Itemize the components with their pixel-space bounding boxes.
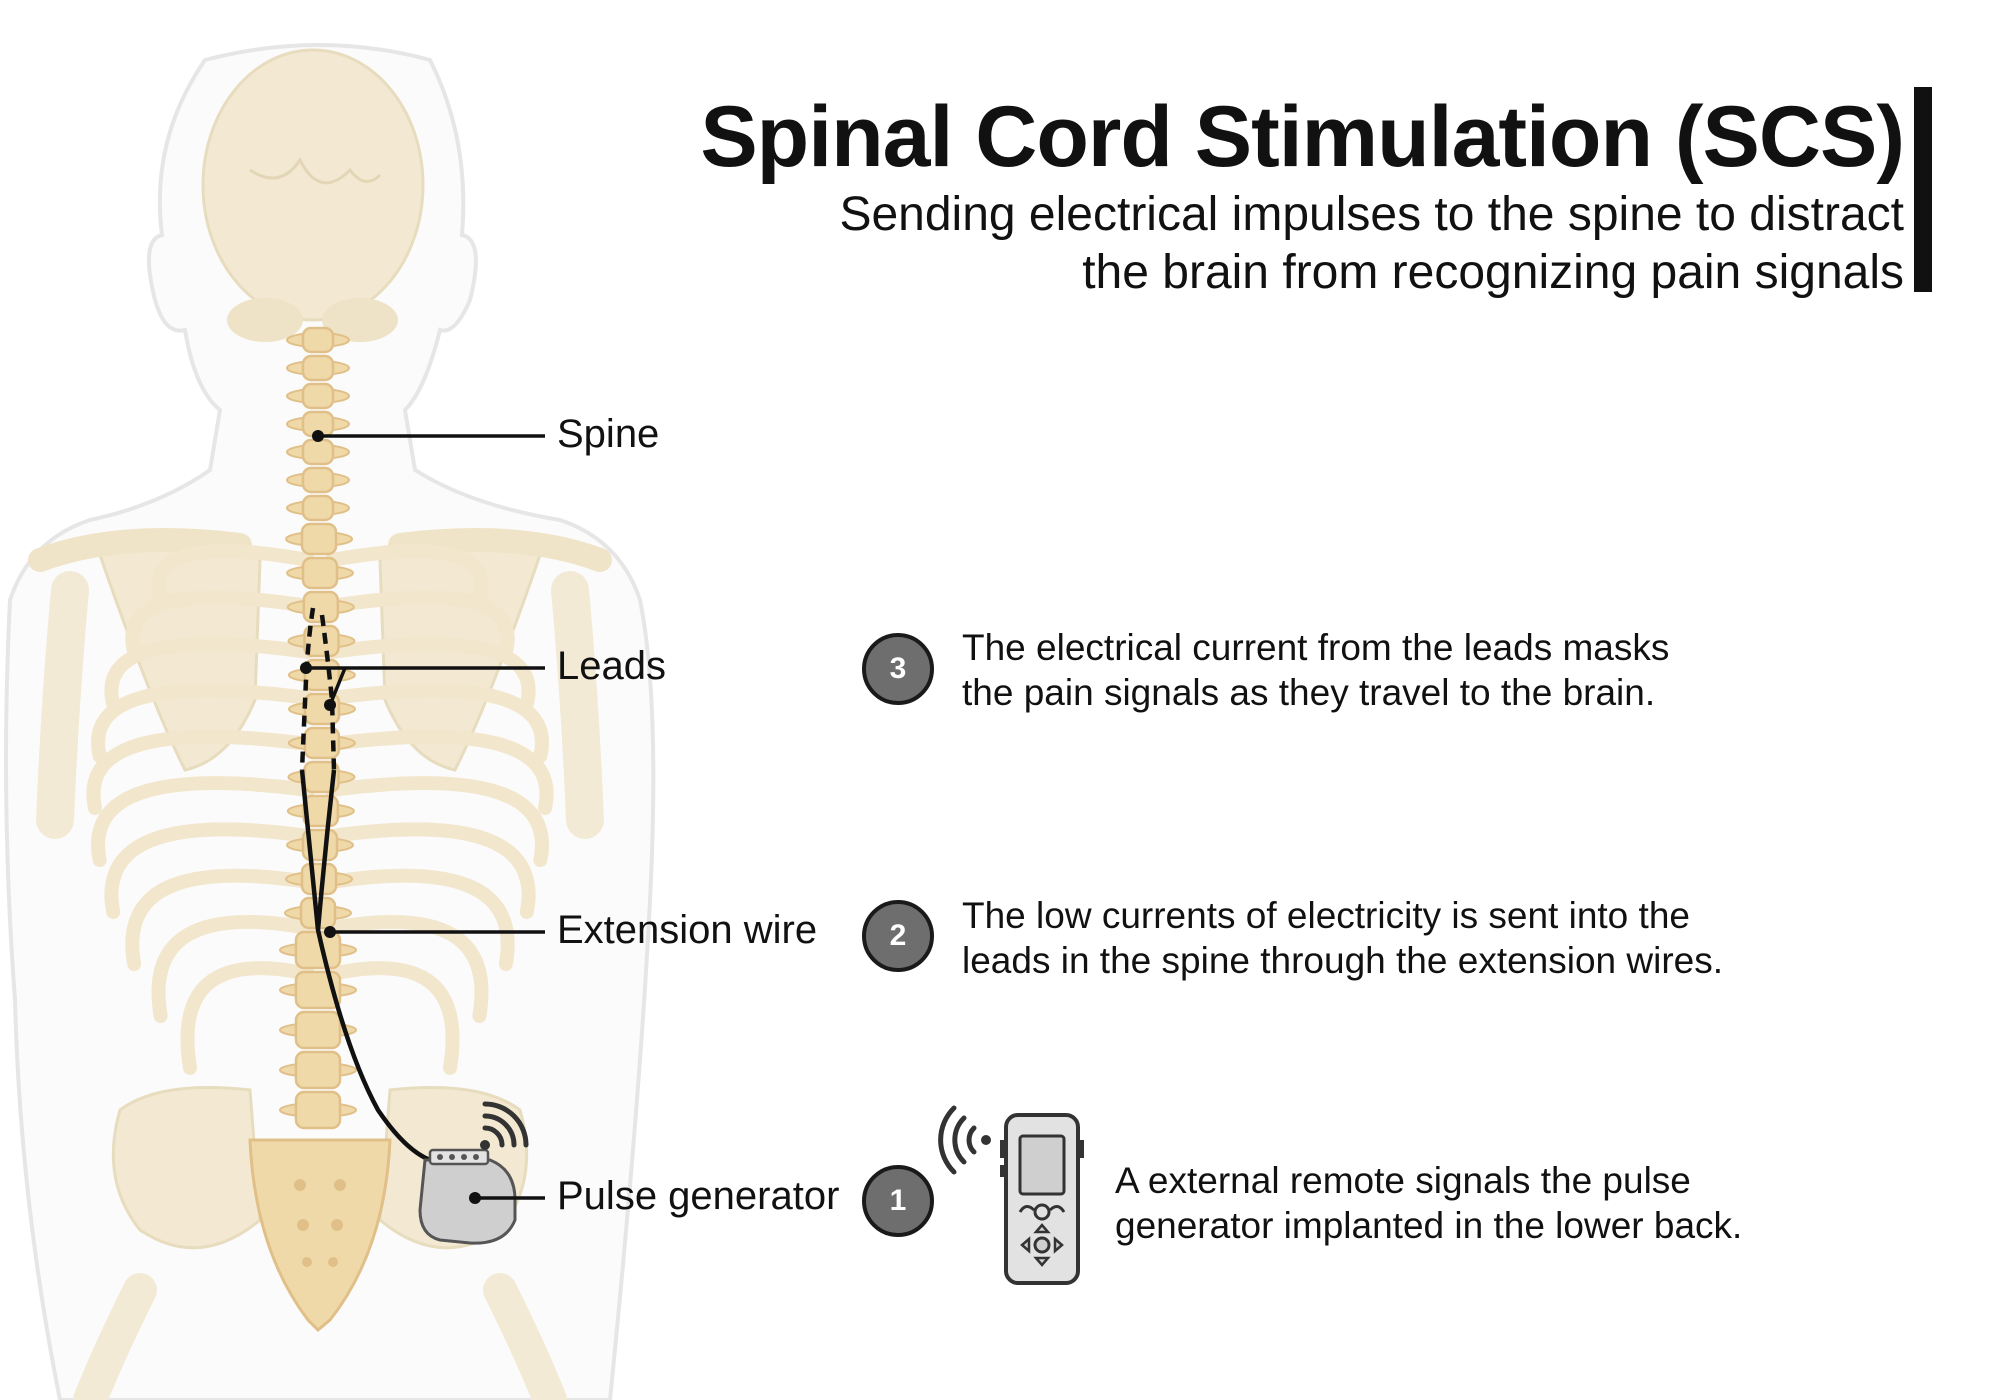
step-1-badge: 1 <box>862 1165 934 1237</box>
wireless-signal-icon <box>480 1101 529 1150</box>
rib <box>125 868 315 971</box>
label-leads: Leads <box>557 644 666 688</box>
rib <box>325 868 515 971</box>
step-2-text: The low currents of electricity is sent … <box>962 893 1723 983</box>
vertebra <box>301 382 335 410</box>
label-extension-wire: Extension wire <box>557 908 818 952</box>
vertebra <box>301 466 335 494</box>
label-pulse-generator: Pulse generator <box>557 1174 840 1218</box>
rib <box>325 544 489 607</box>
rib <box>325 914 489 1023</box>
left-iliac <box>111 1086 262 1250</box>
title-accent-bar <box>1914 87 1932 292</box>
remote-signal-icon <box>938 1105 991 1175</box>
rib <box>151 544 315 607</box>
label-leader-lines <box>306 434 545 1200</box>
rib <box>104 822 315 919</box>
rib <box>325 961 460 1075</box>
vertebra <box>300 862 338 896</box>
step-3-line-2: the pain signals as they travel to the b… <box>962 672 1656 713</box>
sacrum <box>248 1138 392 1333</box>
step-2-line-2: leads in the spine through the extension… <box>962 940 1724 981</box>
vertebra <box>294 1090 342 1130</box>
step-3-text: The electrical current from the leads ma… <box>962 625 1669 715</box>
rib <box>151 914 315 1023</box>
vertebra <box>301 326 335 354</box>
rib <box>125 590 315 659</box>
rib <box>325 637 536 711</box>
vertebra <box>300 522 338 556</box>
skull <box>201 48 425 322</box>
step-3-line-1: The electrical current from the leads ma… <box>962 627 1670 668</box>
subtitle-line-1: Sending electrical impulses to the spine… <box>839 188 1904 241</box>
vertebra <box>301 354 335 382</box>
rib <box>325 729 554 815</box>
vertebra <box>301 556 339 590</box>
rib <box>325 683 549 763</box>
rib <box>325 822 536 919</box>
vertebra <box>301 438 335 466</box>
remote-control-icon <box>1000 1113 1084 1285</box>
subtitle-line-2: the brain from recognizing pain signals <box>1082 246 1904 299</box>
page-title: Spinal Cord Stimulation (SCS) <box>700 89 1905 185</box>
vertebral-column <box>279 326 357 1130</box>
step-3-badge: 3 <box>862 633 934 705</box>
step-2-line-1: The low currents of electricity is sent … <box>962 895 1690 936</box>
lead-right <box>319 614 337 771</box>
rib <box>104 637 315 711</box>
pulse-generator-device <box>418 1148 517 1245</box>
step-1-text: A external remote signals the pulse gene… <box>1115 1158 1742 1248</box>
vertebra <box>301 494 335 522</box>
vertebra <box>294 1050 342 1090</box>
rib <box>91 683 315 763</box>
rib <box>86 729 315 815</box>
extension-wire <box>299 769 431 1163</box>
step-2-badge: 2 <box>862 900 934 972</box>
step-1-line-1: A external remote signals the pulse <box>1115 1160 1691 1201</box>
rib <box>325 590 515 659</box>
rib <box>325 776 549 867</box>
extension-wire-2 <box>315 769 337 931</box>
rib-cage <box>86 544 554 1075</box>
label-spine: Spine <box>557 412 660 456</box>
step-1-line-2: generator implanted in the lower back. <box>1115 1205 1743 1246</box>
rib <box>180 961 315 1075</box>
page-subtitle: Sending electrical impulses to the spine… <box>804 186 1904 302</box>
vertebra <box>294 1010 342 1050</box>
rib <box>91 776 315 867</box>
leader-dots <box>300 430 481 1204</box>
lead-left <box>299 607 316 771</box>
